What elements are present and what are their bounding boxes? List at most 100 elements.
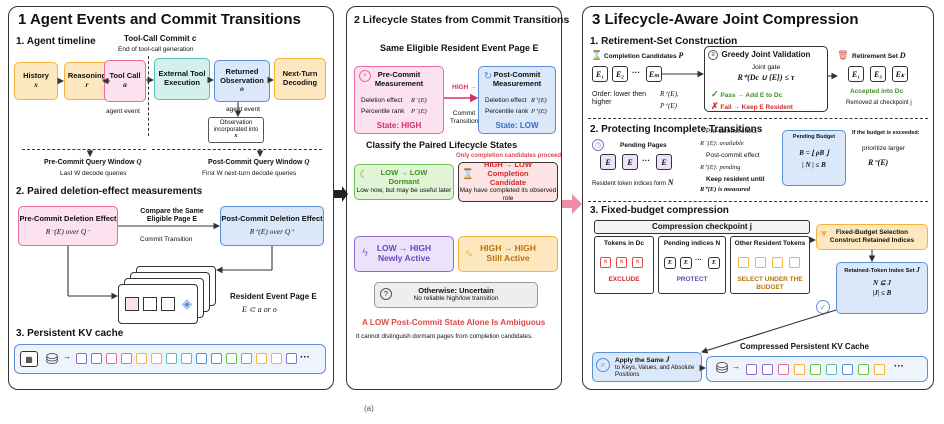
rplus-label: R⁺(E), — [660, 90, 679, 98]
kv-token-1 — [76, 353, 87, 364]
checklist-icon: ≡ — [708, 50, 718, 60]
tool-call-symbol: a — [123, 80, 127, 89]
external-tool-label: External Tool Execution — [158, 69, 206, 87]
keep-until-label: Keep resident until — [706, 176, 765, 183]
same-page-label: Same Eligible Resident Event Page E — [380, 43, 539, 53]
funnel-icon: ▼ — [819, 228, 829, 240]
high-high-box: HIGH → HIGH Still Active — [458, 236, 558, 272]
layers-icon: ◈ — [182, 296, 192, 311]
mid-transition-label: Commit Transition — [450, 110, 479, 125]
uncertain-box: Otherwise: Uncertain No reliable high/lo… — [374, 282, 538, 308]
low-low-title: LOW → LOW Dormant — [380, 168, 428, 187]
checkpoint-label: Compression checkpoint j — [651, 222, 753, 232]
greedy-title: Greedy Joint Validation — [721, 50, 811, 59]
candidates-label: Completion Candidates P — [604, 51, 684, 60]
pending-pages-label: Pending Pages — [620, 142, 667, 149]
kv-dots: ··· — [300, 352, 310, 363]
post-commit-effect-label: Post-commit effect — [706, 152, 760, 159]
protect-chip-2: E — [680, 257, 692, 269]
panel1-to-panel2-arrow — [334, 186, 348, 202]
reasoning-label: Reasoning — [67, 71, 107, 81]
kv-token-7 — [166, 353, 177, 364]
retired-chip-1: E₁ — [848, 66, 864, 82]
tool-call-box: Tool Call a — [104, 60, 146, 102]
post-state-label: State: LOW — [495, 121, 539, 130]
kv-token-8 — [181, 353, 192, 364]
pending-chip-3: E — [656, 154, 672, 170]
mid-transition-arrow: HIGH → LOW — [452, 84, 494, 91]
retirement-heading: 1. Retirement-Set Construction — [590, 36, 738, 47]
order-label: Order: lower then higher — [592, 91, 647, 107]
post-window-sub: First W next-turn decode queries — [202, 170, 297, 177]
removed-label: Removed at checkpoint j — [846, 100, 912, 106]
compressed-token-7 — [842, 364, 853, 375]
page-token-white-2 — [161, 297, 175, 311]
pending-indices-box: Pending indices N PROTECT — [658, 236, 726, 294]
candidate-chip-1: E₁ — [592, 66, 608, 82]
database-icon: ⛁ — [45, 351, 59, 368]
high-low-box: HIGH → LOW Completion Candidate May have… — [458, 160, 558, 202]
budget-formula: B = ⌊ ρB ⌋ — [799, 148, 829, 157]
panel3-title: 3 Lifecycle-Aware Joint Compression — [592, 11, 859, 28]
low-high-box: LOW → HIGH Newly Active — [354, 236, 454, 272]
other-token-1 — [738, 257, 749, 268]
post-row2-label: Percentile rank — [485, 108, 529, 115]
kv-arrow: → — [63, 352, 71, 361]
persistent-kv-heading: 3. Persistent KV cache — [16, 328, 124, 339]
arrow-retained-apply — [700, 309, 837, 354]
kv-token-5 — [136, 353, 147, 364]
pre-effect-box: Pre-Commit Deletion Effect R⁻(E) over Q⁻ — [18, 206, 118, 246]
panel2-to-panel3-arrow — [562, 194, 582, 214]
tool-call-label: Tool Call — [109, 71, 141, 81]
kv-token-13 — [256, 353, 267, 364]
divider-2 — [588, 201, 928, 202]
observation-note-label: Observation incorporated into — [213, 119, 259, 133]
magnifier-icon: ⌕ — [359, 70, 371, 82]
ambiguous-warning: A LOW Post-Commit State Alone Is Ambiguo… — [362, 318, 546, 327]
pre-effect-formula: R⁻(E) over Q⁻ — [45, 227, 91, 236]
compare-label: Compare the Same Eligible Page E — [140, 208, 204, 224]
protecting-heading: 2. Protecting Incomplete Transitions — [590, 124, 763, 135]
ambiguous-sub: It cannot distinguish dormant pages from… — [356, 333, 533, 340]
pre-row1-value: R⁻(E) — [411, 97, 427, 104]
retirement-set-label: Retirement Set D — [852, 51, 906, 60]
candidate-chip-2: E₂ — [612, 66, 628, 82]
resident-page-sub: E ⊂ a or o — [242, 305, 277, 314]
other-token-4 — [789, 257, 800, 268]
high-low-title: HIGH → LOW Completion Candidate — [484, 160, 532, 187]
pplus-label: P⁺(E) — [660, 102, 677, 110]
compressed-cache-label: Compressed Persistent KV Cache — [740, 342, 869, 351]
post-effect-label: Post-Commit Deletion Effect — [221, 214, 323, 224]
history-symbol: x — [34, 80, 38, 89]
clock-icon: ◷ — [592, 139, 604, 151]
post-window-label: Post-Commit Query Window Q — [208, 158, 310, 166]
pending-budget-title: Pending Budget — [792, 134, 836, 140]
protect-label: PROTECT — [676, 275, 708, 283]
low-low-box: LOW → LOW Dormant Low now, but may be us… — [354, 164, 454, 200]
chip-icon: ▦ — [20, 351, 38, 367]
agent-event-label-2: agent event — [226, 106, 260, 113]
next-turn-box: Next-Turn Decoding — [274, 58, 326, 100]
pre-window-label: Pre-Commit Query Window Q — [44, 158, 142, 166]
retired-chip-3: Eₖ — [892, 66, 908, 82]
panel1-title: 1 Agent Events and Commit Transitions — [18, 11, 301, 28]
reasoning-symbol: r — [85, 80, 89, 89]
pending-budget-box: Pending Budget B = ⌊ ρB ⌋ | N | ≤ B — [782, 130, 846, 186]
retained-formula-2: |J| ≤ B — [872, 289, 892, 298]
apply-label: Apply the Same J — [615, 354, 670, 364]
post-row1-label: Deletion effect — [485, 97, 527, 104]
panel2-title: 2 Lifecycle States from Commit Transitio… — [354, 14, 570, 26]
uncertain-title: Otherwise: Uncertain — [418, 285, 494, 295]
budget-formula-2: | N | ≤ B — [802, 160, 826, 169]
kv-token-3 — [106, 353, 117, 364]
resident-page-label: Resident Event Page E — [230, 292, 317, 301]
figure-caption: (a) — [364, 404, 374, 413]
kv-token-4 — [121, 353, 132, 364]
kv-token-11 — [226, 353, 237, 364]
post-effect-box: Post-Commit Deletion Effect R⁺(E) over Q… — [220, 206, 324, 246]
kv-token-15 — [286, 353, 297, 364]
pre-commit-effect-label: Pre-commit effect — [706, 128, 757, 135]
hourglass-icon: ⌛ — [461, 168, 475, 180]
exclude-label: EXCLUDE — [608, 275, 640, 283]
fixed-budget-selection-box: Fixed-Budget Selection Construct Retaine… — [816, 224, 928, 250]
